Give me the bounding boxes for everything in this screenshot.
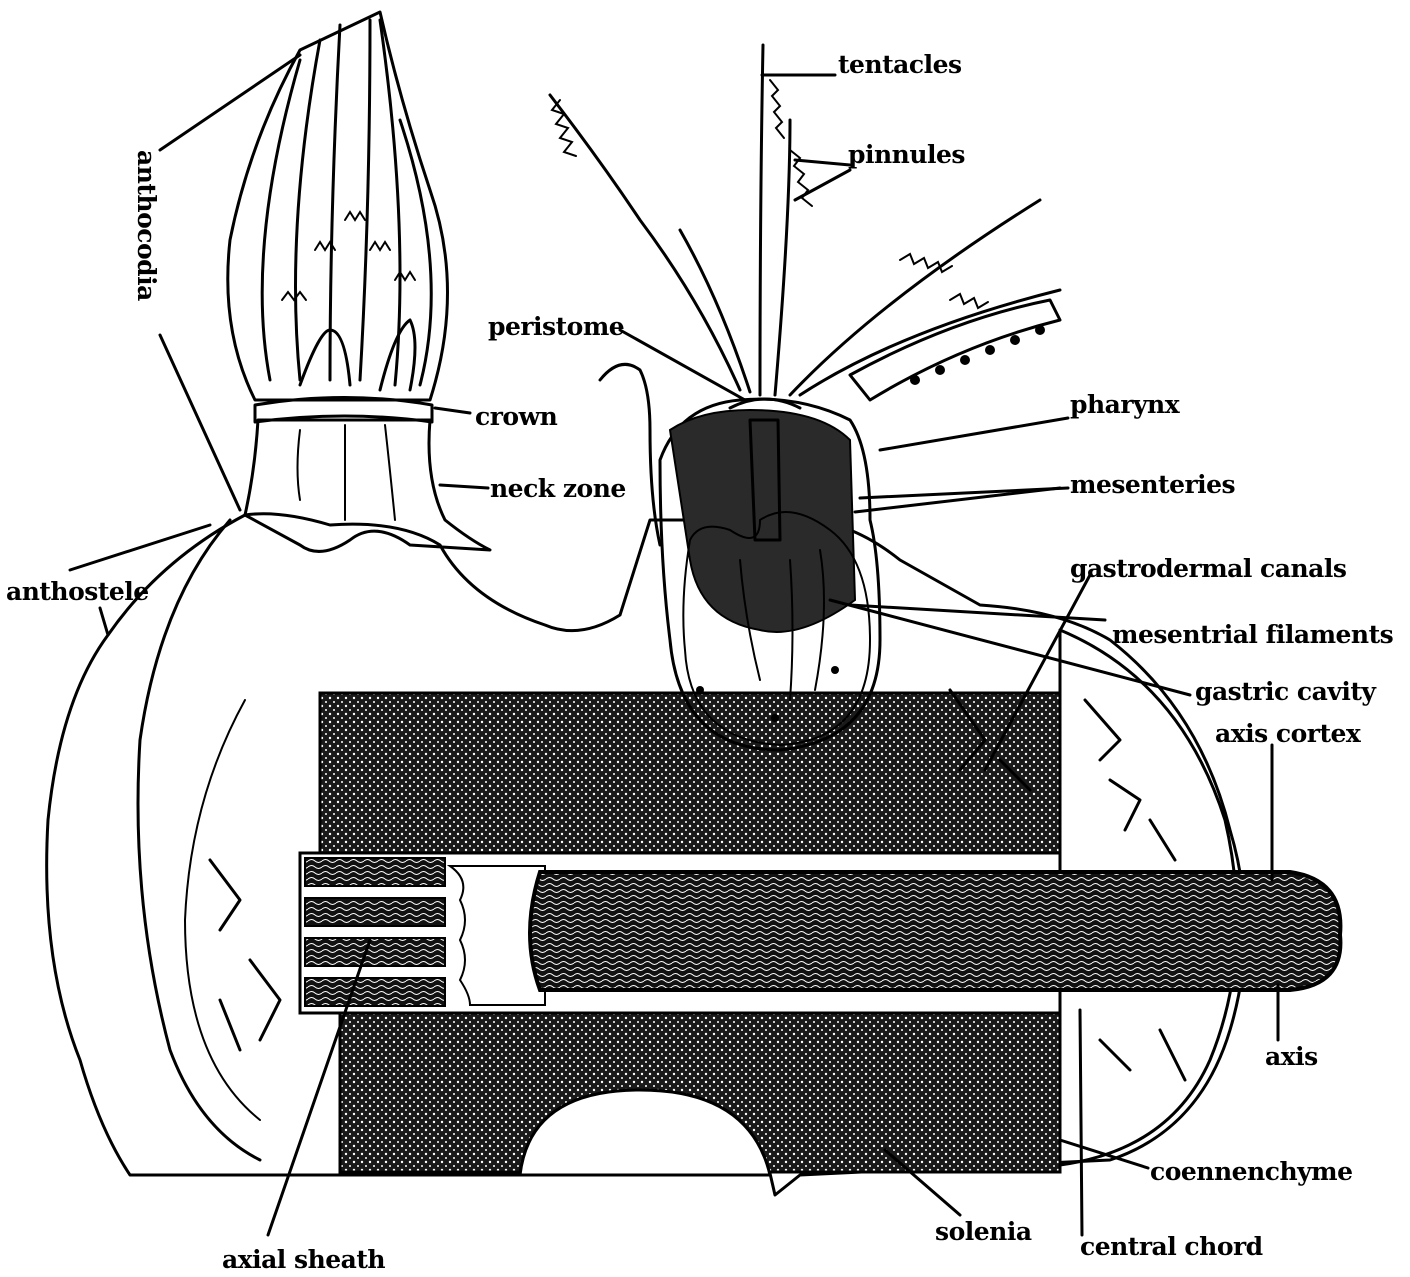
label-central-chord: central chord [1080, 1232, 1263, 1261]
label-peristome: peristome [488, 312, 624, 341]
right-polyp [550, 45, 1060, 750]
label-pinnules: pinnules [848, 140, 965, 169]
label-anthostele: anthostele [6, 577, 149, 606]
label-anthocodia: anthocodia [132, 150, 161, 301]
label-axis: axis [1265, 1042, 1318, 1071]
label-coennenchyme: coennenchyme [1150, 1157, 1353, 1186]
label-axial-sheath: axial sheath [222, 1245, 385, 1274]
label-gastric-cavity: gastric cavity [1195, 677, 1377, 706]
axis-rod [530, 872, 1340, 990]
label-pharynx: pharynx [1070, 390, 1181, 419]
axis-group [300, 853, 1340, 1013]
label-solenia: solenia [935, 1217, 1032, 1246]
label-axis-cortex: axis cortex [1215, 719, 1362, 748]
label-crown: crown [475, 402, 558, 431]
label-gastrodermal-canals: gastrodermal canals [1070, 554, 1347, 583]
label-mesenteries: mesenteries [1070, 470, 1236, 499]
label-mesentrial-filaments: mesentrial filaments [1112, 620, 1394, 649]
left-polyp [228, 12, 490, 551]
label-neck-zone: neck zone [490, 474, 626, 503]
canal-block-upper [320, 693, 1060, 858]
label-tentacles: tentacles [838, 50, 962, 79]
anthostele-wall [138, 520, 260, 1160]
